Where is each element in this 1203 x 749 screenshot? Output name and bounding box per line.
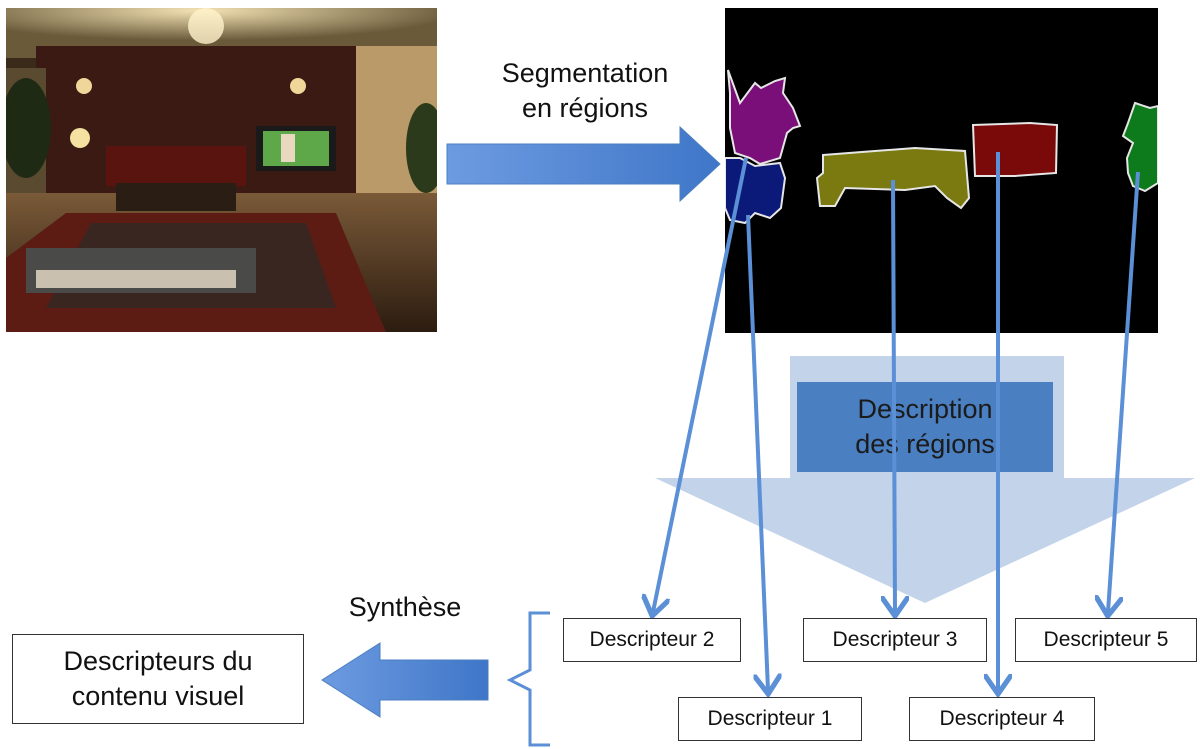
segmentation-label: Segmentation en régions	[501, 58, 669, 124]
region-navy	[725, 157, 787, 225]
synthesis-label: Synthèse	[348, 592, 462, 622]
region-green	[1121, 101, 1158, 193]
arrow-navy-to-d1	[746, 214, 768, 690]
source-photo	[6, 8, 437, 332]
description-big-arrow	[655, 356, 1195, 603]
descriptor-4: Descripteur 4	[909, 697, 1095, 741]
descriptor-2: Descripteur 2	[563, 618, 741, 662]
region-red	[971, 121, 1059, 177]
descriptor-5: Descripteur 5	[1015, 618, 1197, 662]
description-box: Description des régions	[797, 382, 1053, 472]
region-purple	[727, 69, 802, 166]
synthesis-arrow	[321, 642, 489, 718]
descriptor-bracket	[506, 611, 550, 747]
descriptor-3: Descripteur 3	[803, 618, 987, 662]
arrow-olive-to-d3	[893, 179, 895, 612]
segmentation-map	[725, 8, 1158, 333]
visual-content-descriptors-box: Descripteurs du contenu visuel	[12, 634, 304, 724]
region-olive	[815, 146, 971, 210]
arrow-green-to-d5	[1108, 171, 1140, 612]
segmentation-arrow	[446, 125, 721, 203]
descriptor-1: Descripteur 1	[678, 697, 862, 741]
arrow-purple-to-d2	[653, 157, 748, 612]
